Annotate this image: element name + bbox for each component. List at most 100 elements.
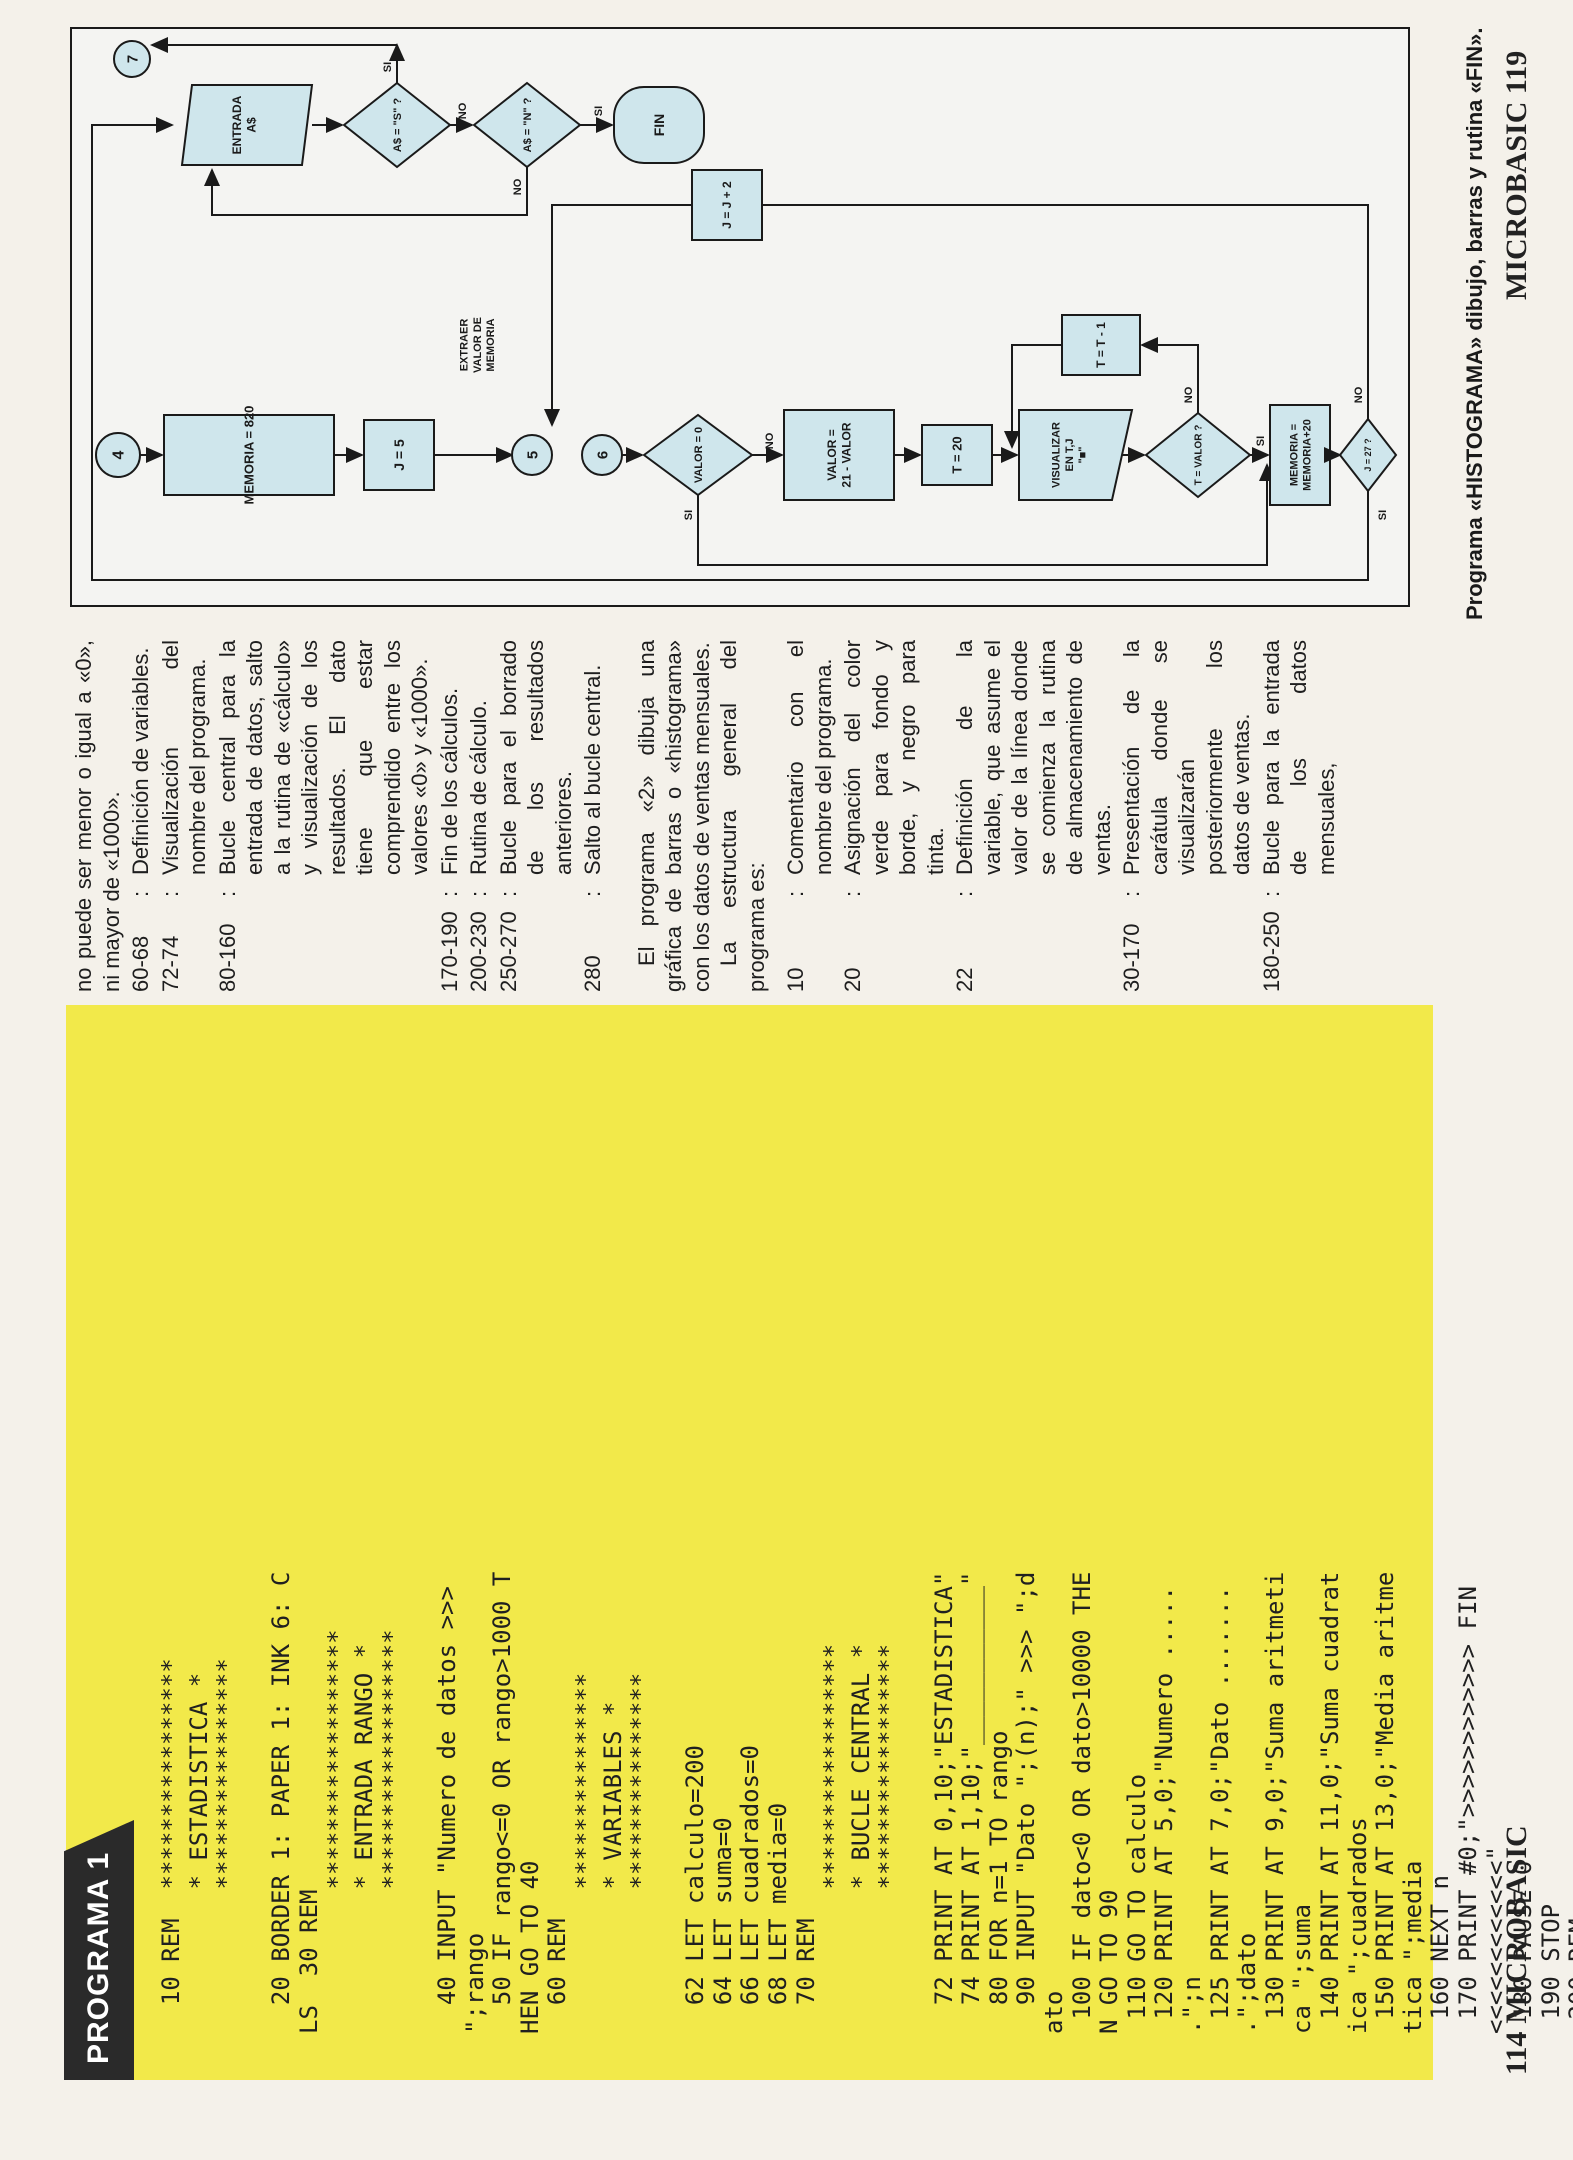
code-line: * BUCLE CENTRAL * — [846, 1643, 875, 2034]
program-listing-panel: PROGRAMA 1 10 REM **************** * EST… — [66, 1005, 1573, 2080]
si-label-3: SI — [1377, 510, 1389, 520]
paragraph-structure: La estructura general del programa es: — [716, 640, 769, 992]
code-line: HEN GO TO 40 — [515, 1860, 544, 2034]
separator: : — [157, 890, 183, 897]
line-description-text: Asignación del color verde para fondo y … — [840, 640, 948, 875]
flow-line — [1004, 344, 1062, 449]
line-description-text: Bucle para el borrado de los resultados … — [495, 640, 576, 875]
separator: : — [1258, 890, 1284, 897]
separator: : — [495, 890, 521, 897]
j-plus-label: J = J + 2 — [720, 181, 734, 229]
connector-5 — [511, 434, 553, 476]
no-label-3: NO — [1353, 386, 1365, 403]
code-line: * VARIABLES * — [598, 1701, 627, 2034]
code-line: tica ";media — [1398, 1860, 1427, 2034]
code-line: ****************** — [377, 1629, 406, 2034]
page-number-left: 114 — [1500, 2031, 1533, 2075]
code-line: 90 INPUT "Dato ";(n);" >>> ";d — [1012, 1571, 1041, 2034]
code-line: ***************** — [874, 1643, 903, 2034]
publication-name-left: MICROBASIC — [1500, 1825, 1533, 2024]
code-line: .";dato — [1233, 1932, 1262, 2034]
valor-calc-label: VALOR =21 - VALOR — [825, 422, 853, 487]
si-label: SI — [1255, 436, 1267, 446]
line-range: 250-270 — [495, 911, 521, 992]
code-line: 72 PRINT AT 0,10;"ESTADISTICA" — [929, 1571, 958, 2034]
code-line: ****************** — [322, 1629, 351, 2034]
flowchart-caption: Programa «HISTOGRAMA» dibujo, barras y r… — [1462, 27, 1487, 620]
si-label-4: SI — [382, 62, 394, 72]
footer-right: MICROBASIC 119 — [1500, 43, 1534, 300]
separator: : — [466, 890, 491, 897]
explanation-column: no puede ser menor o igual a «0», ni may… — [70, 640, 1340, 992]
code-line: **************** — [212, 1658, 241, 2034]
memoria-plus-label: MEMORIA =MEMORIA+20 — [1288, 419, 1313, 491]
fin-label: FIN — [651, 114, 667, 137]
code-line — [903, 1025, 931, 2034]
line-range: 20 — [840, 967, 865, 992]
a-n-label: A$ = "N" ? — [522, 97, 534, 152]
line-description: 30-170:Presentación de la carátula donde… — [1118, 640, 1256, 992]
code-line: 64 LET suma=0 — [708, 1817, 737, 2034]
line-description: 22:Definición de la variable, que asume … — [951, 640, 1116, 992]
line-description-text: Salto al bucle central. — [580, 664, 605, 875]
code-line: * ENTRADA RANGO * — [350, 1643, 379, 2034]
code-line: 150 PRINT AT 13,0;"Media aritme — [1371, 1571, 1400, 2034]
line-descriptions-1: 60-68:Definición de variables.72-74:Visu… — [127, 640, 607, 992]
line-description-text: Fin de los cálculos. — [436, 687, 462, 875]
line-description: 200-230:Rutina de cálculo. — [465, 640, 493, 992]
line-description: 80-160:Bucle central para la entrada de … — [214, 640, 434, 992]
fin-terminator — [613, 86, 705, 164]
connector-6-label: 6 — [594, 451, 611, 459]
line-description: 72-74:Visualización del nombre del progr… — [157, 640, 212, 992]
line-range: 280 — [580, 955, 605, 992]
line-range: 10 — [783, 967, 808, 992]
line-description-text: Visualización del nombre del programa. — [157, 640, 211, 875]
code-line: 74 PRINT AT 1,10;"___________" — [957, 1571, 986, 2034]
page-number-right: 119 — [1500, 50, 1533, 95]
code-line: 170 PRINT #0;">>>>>>>>>>>> FIN — [1453, 1586, 1482, 2034]
code-line: *************** — [570, 1672, 599, 2034]
si-label-2: SI — [683, 510, 695, 520]
extraer-label: EXTRAERVALOR DEMEMORIA — [459, 317, 497, 373]
separator: : — [1119, 890, 1144, 897]
line-descriptions-2: 10:Comentario con el nombre del programa… — [782, 640, 1340, 992]
line-description-text: Bucle para la entrada de los datos mensu… — [1258, 640, 1339, 875]
t20-label: T = 20 — [950, 436, 965, 473]
code-line: ica ";cuadrados — [1343, 1817, 1372, 2034]
line-description: 170-190:Fin de los cálculos. — [436, 640, 464, 992]
line-range: 80-160 — [214, 923, 240, 992]
code-line — [241, 1025, 269, 2034]
flow-line — [204, 167, 528, 216]
code-line: .";n — [1177, 1976, 1206, 2034]
t-valor-label: T = VALOR ? — [1194, 425, 1205, 486]
line-range: 30-170 — [1119, 923, 1144, 992]
code-line: 160 NEXT n — [1426, 1875, 1455, 2034]
code-line: 80 FOR n=1 TO rango — [984, 1730, 1013, 2034]
code-line: 110 GO TO calculo — [1122, 1773, 1151, 2034]
code-line: ca ";suma — [1288, 1903, 1317, 2034]
j27-label: J = 27 ? — [1363, 438, 1373, 471]
basic-code: 10 REM **************** * ESTADISTICA * … — [157, 1025, 1573, 2034]
intro-text: no puede ser menor o igual a «0», ni may… — [71, 640, 124, 992]
no-label-4: NO — [457, 102, 469, 119]
line-description: 10:Comentario con el nombre del programa… — [782, 640, 837, 992]
line-range: 170-190 — [436, 911, 462, 992]
flow-line — [91, 117, 1369, 581]
si-label-5: SI — [593, 106, 605, 116]
flow-line — [544, 204, 1369, 427]
line-range: 180-250 — [1258, 911, 1284, 992]
code-line: ato — [1040, 1990, 1068, 2034]
separator: : — [214, 890, 240, 897]
no-label-2: NO — [1183, 386, 1195, 403]
visualizar-label: VISUALIZAREN T,J"■" — [1051, 422, 1089, 488]
line-description: 250-270: Bucle para el borrado de los res… — [495, 640, 578, 992]
separator: : — [783, 890, 808, 897]
line-description: 280:Salto al bucle central. — [579, 640, 607, 992]
code-line — [655, 1025, 683, 2034]
line-description: 180-250: Bucle para la entrada de los dat… — [1258, 640, 1341, 992]
footer-left: 114 MICROBASIC — [1500, 1825, 1534, 2075]
code-line: 190 STOP — [1536, 1903, 1565, 2034]
